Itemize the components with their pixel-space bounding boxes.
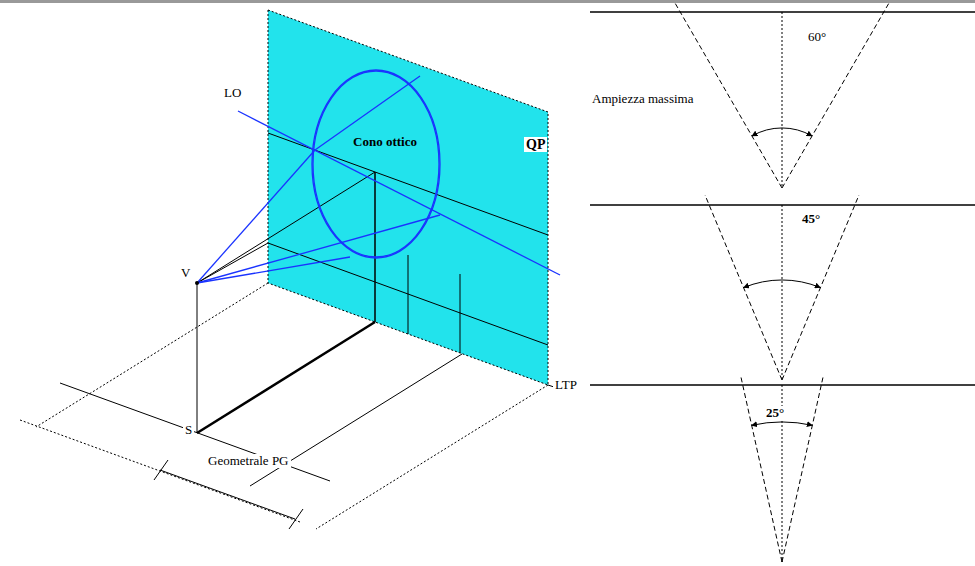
angle-label: 60°: [806, 30, 828, 44]
viewpoint-dot: [195, 281, 199, 285]
cone-panels: [590, 3, 975, 562]
optic-cone-ellipse: Cono ottico: [312, 70, 440, 258]
plane-lines: [197, 133, 548, 353]
top-bar: [0, 0, 975, 3]
line-label: LO: [222, 86, 243, 100]
line-label: LTP: [553, 378, 579, 392]
angle-label: 45°: [800, 212, 822, 226]
point-label: S: [183, 423, 194, 437]
visual-rays: [197, 70, 560, 283]
dimension-label: Geometrale PG: [206, 454, 291, 468]
note-label: Ampiezza massima: [590, 92, 695, 106]
node-text: Cono ottico: [353, 135, 417, 149]
point-label: V: [179, 266, 192, 280]
angle-label: 25°: [764, 406, 786, 420]
ellipse-outline: [312, 70, 440, 258]
plane-label: QP: [524, 137, 547, 152]
